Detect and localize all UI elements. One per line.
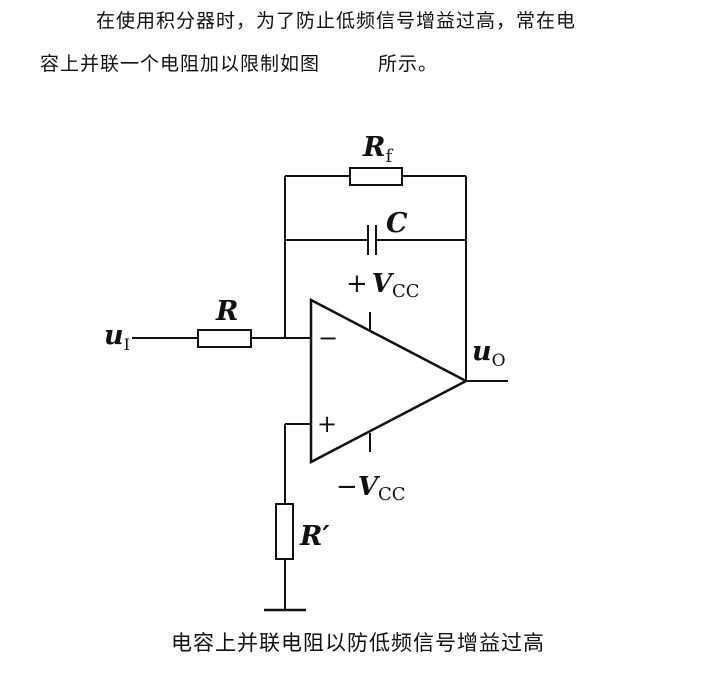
paragraph-line-2-text: 容上并联一个电阻加以限制如图 [40,53,321,75]
op-amp-triangle [309,297,469,465]
capacitor-label: C [386,208,408,239]
feedback-resistor-body [349,167,403,186]
ground-resistor-body [275,503,294,560]
paragraph-line-2: 容上并联一个电阻加以限制如图 所示。 [40,55,716,74]
output-label: uO [472,336,506,371]
paragraph-line-2-tail: 所示。 [378,53,439,75]
inverting-input-sign: − [318,324,338,352]
ground-resistor-label: R′ [299,521,330,552]
vcc-negative-label: −VCC [336,472,406,505]
figure-caption: 电容上并联电阻以防低频信号增益过高 [171,631,545,655]
vcc-positive-label: +VCC [346,269,420,302]
input-resistor-body [197,329,252,348]
noninverting-input-sign: + [317,410,337,438]
input-resistor-label: R [215,296,238,327]
input-label: uI [104,320,130,354]
paragraph-line-1: 在使用积分器时，为了防止低频信号增益过高，常在电 [96,10,577,32]
feedback-resistor-label: Rf [362,132,393,167]
